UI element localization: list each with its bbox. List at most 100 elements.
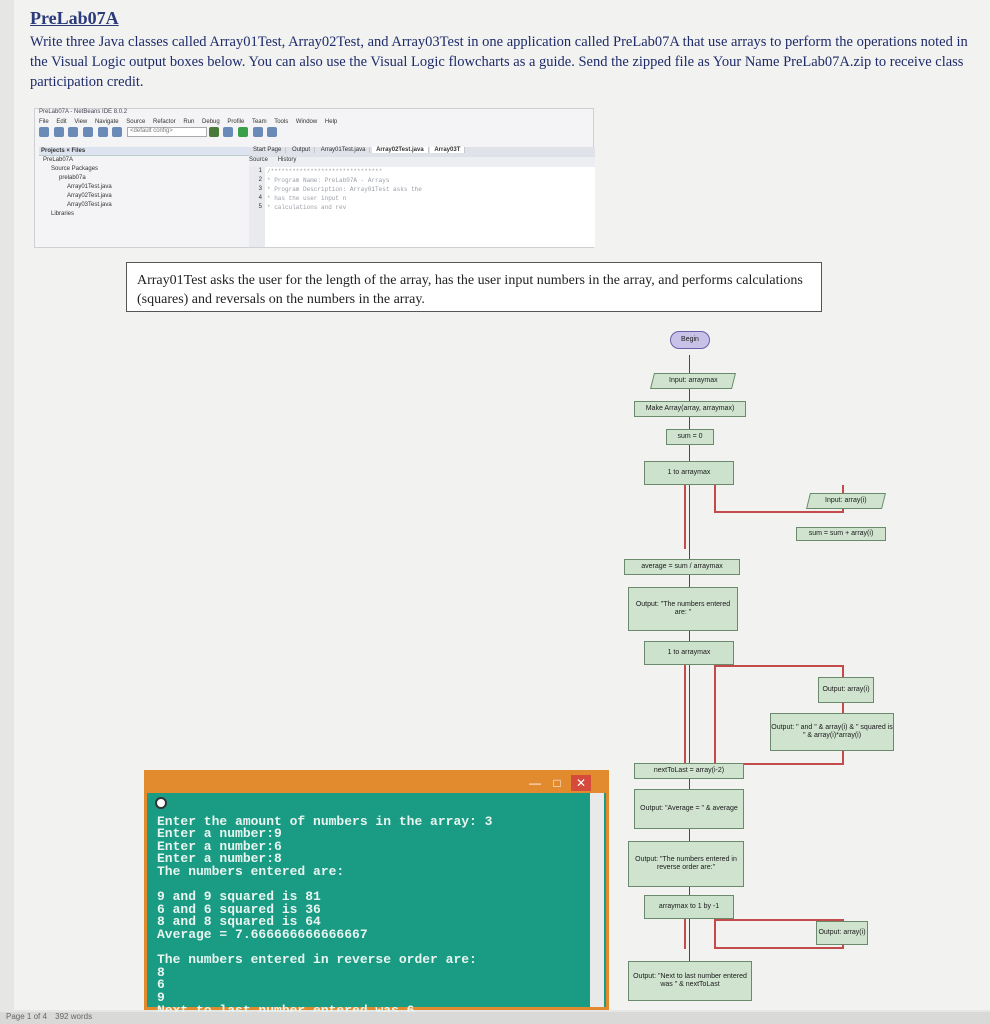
source-tab[interactable]: Source (249, 157, 269, 163)
flow-output-array-rev: Output: array(i) (816, 921, 868, 945)
console-scrollbar[interactable] (590, 793, 604, 1007)
flow-loop-1: 1 to arraymax (644, 461, 734, 485)
close-icon[interactable]: ✕ (571, 775, 591, 791)
code-lines: /******************************* * Progr… (267, 167, 595, 212)
line-gutter: 1 2 3 4 5 (249, 167, 265, 247)
code-area[interactable]: 1 2 3 4 5 /*****************************… (249, 167, 595, 247)
flow-output-numbers: Output: "The numbers entered are: " (628, 587, 738, 631)
menu-team[interactable]: Team (251, 119, 267, 125)
tree-source-packages[interactable]: Source Packages (51, 166, 99, 172)
tab-start-page[interactable]: Start Page (249, 147, 287, 153)
flow-output-arrayi: Output: array(i) (818, 677, 874, 703)
menu-help[interactable]: Help (324, 119, 338, 125)
projects-panel: Projects × Files PreLab07A Source Packag… (39, 147, 249, 247)
loop-line (714, 763, 844, 765)
tree-package[interactable]: prelab07a (59, 175, 86, 181)
tree-file-array02[interactable]: Array02Test.java (67, 193, 112, 199)
page-count[interactable]: Page 1 of 4 (6, 1012, 47, 1021)
console-titlebar: — □ ✕ (147, 773, 606, 793)
tab-array02[interactable]: Array02Test.java (372, 147, 429, 153)
redo-icon[interactable] (112, 127, 123, 137)
menu-run[interactable]: Run (183, 119, 195, 125)
flow-sum-assign: sum = sum + array(i) (796, 527, 886, 541)
ide-menu-bar: File Edit View Navigate Source Refactor … (39, 119, 343, 125)
tab-array03[interactable]: Array03T (430, 147, 466, 153)
code-editor: Start Page Output Array01Test.java Array… (249, 147, 595, 247)
gear-icon[interactable] (155, 797, 167, 809)
flow-output-next: Output: "Next to last number entered was… (628, 961, 752, 1001)
console-output: Enter the amount of numbers in the array… (157, 803, 492, 1024)
menu-source[interactable]: Source (126, 119, 146, 125)
flow-loop-3: arraymax to 1 by -1 (644, 895, 734, 919)
tree-project[interactable]: PreLab07A (43, 157, 74, 163)
console-line: 8 and 8 squared is 64 (157, 914, 321, 930)
flow-input-arraymax: Input: arraymax (650, 373, 736, 389)
word-count[interactable]: 392 words (55, 1012, 93, 1021)
history-tab[interactable]: History (277, 157, 297, 163)
loop-line (714, 947, 844, 949)
flow-sum-init: sum = 0 (666, 429, 714, 445)
line-number: 1 (258, 168, 262, 174)
tab-array01[interactable]: Array01Test.java (317, 147, 371, 153)
loop-line (714, 919, 716, 949)
flow-connector (689, 355, 690, 995)
flow-output-squared: Output: " and " & array(i) & " squared i… (770, 713, 894, 751)
menu-profile[interactable]: Profile (227, 119, 245, 125)
new-project-icon[interactable] (53, 127, 64, 137)
menu-window[interactable]: Window (295, 119, 318, 125)
loop-line (714, 665, 716, 765)
loop-line (684, 485, 686, 549)
code-line: * has the user input n (267, 195, 347, 202)
line-number: 4 (258, 195, 262, 201)
tree-file-array01[interactable]: Array01Test.java (67, 184, 112, 190)
flow-input-array: Input: array(i) (806, 493, 886, 509)
run-icon[interactable] (238, 127, 249, 137)
code-line: * calculations and rev (267, 204, 347, 211)
tab-output[interactable]: Output (288, 147, 316, 153)
console-line: 6 (157, 977, 165, 993)
document-title: PreLab07A (30, 8, 119, 28)
document-page: PreLab07A Write three Java classes calle… (14, 0, 990, 1016)
flow-next-to-last: nextToLast = array(i-2) (634, 763, 744, 779)
tree-file-array03[interactable]: Array03Test.java (67, 202, 112, 208)
code-line: * Program Description: Array01Test asks … (267, 186, 422, 193)
debug-icon[interactable] (252, 127, 263, 137)
console-line: The numbers entered are: (157, 863, 345, 879)
loop-line (684, 919, 686, 949)
menu-debug[interactable]: Debug (202, 119, 220, 125)
maximize-icon[interactable]: □ (553, 776, 561, 790)
netbeans-screenshot: PreLab07A - NetBeans IDE 8.0.2 File Edit… (34, 108, 595, 248)
tree-libraries[interactable]: Libraries (51, 211, 75, 217)
open-project-icon[interactable] (68, 127, 79, 137)
menu-tools[interactable]: Tools (274, 119, 289, 125)
editor-tabs: Start Page Output Array01Test.java Array… (249, 147, 595, 157)
undo-icon[interactable] (97, 127, 108, 137)
flow-begin: Begin (670, 331, 710, 349)
console-window: — □ ✕ Enter the amount of numbers in the… (144, 770, 609, 1016)
ide-window-title: PreLab07A - NetBeans IDE 8.0.2 (39, 109, 128, 115)
config-select[interactable]: <default config> (127, 127, 208, 137)
code-line: /******************************* (267, 168, 383, 175)
flow-make-array: Make Array(array, arraymax) (634, 401, 746, 417)
menu-refactor[interactable]: Refactor (152, 119, 176, 125)
menu-navigate[interactable]: Navigate (94, 119, 119, 125)
new-file-icon[interactable] (39, 127, 49, 137)
build-icon[interactable] (208, 127, 219, 137)
console-line: 9 and 9 squared is 81 (157, 889, 321, 905)
menu-file[interactable]: File (39, 119, 49, 125)
save-all-icon[interactable] (83, 127, 94, 137)
ide-toolbar: <default config> (39, 127, 439, 143)
minimize-icon[interactable]: — (529, 776, 541, 790)
profile-icon[interactable] (267, 127, 278, 137)
menu-view[interactable]: View (74, 119, 88, 125)
projects-tab[interactable]: Projects × Files (39, 147, 249, 156)
clean-build-icon[interactable] (223, 127, 234, 137)
flow-average: average = sum / arraymax (624, 559, 740, 575)
menu-edit[interactable]: Edit (56, 119, 67, 125)
console-line: Enter a number:9 (157, 826, 282, 842)
instruction-box: Array01Test asks the user for the length… (126, 262, 822, 312)
loop-line (714, 485, 716, 513)
loop-line (684, 665, 686, 765)
loop-line (714, 919, 844, 921)
